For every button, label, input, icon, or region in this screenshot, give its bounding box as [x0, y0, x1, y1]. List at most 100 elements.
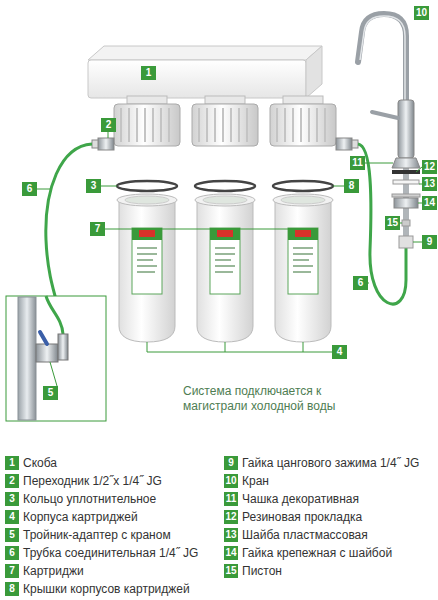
- callout-number: 9: [422, 235, 437, 249]
- tee-outlet: [58, 334, 68, 360]
- callout-number: 13: [422, 177, 437, 191]
- leader-line: [108, 132, 109, 138]
- caption-note: Система подключается к магистрали холодн…: [183, 384, 348, 414]
- mount-nut: [394, 198, 418, 208]
- housing-rim: [273, 194, 333, 206]
- callout-number: 6: [353, 276, 368, 290]
- housing-body: [275, 200, 331, 342]
- part-name: Резиновая прокладка: [242, 510, 362, 524]
- housing-sticker: [288, 228, 318, 294]
- cartridge-top: [281, 196, 325, 204]
- part-name: Крышки корпусов картриджей: [23, 582, 190, 596]
- callout-number: 5: [43, 386, 58, 400]
- legend-number: 15: [224, 564, 238, 578]
- leader-line: [413, 242, 422, 243]
- sticker-lines: [137, 248, 157, 272]
- plastic-washer: [393, 180, 419, 184]
- adapter-nut: [352, 140, 358, 148]
- leader-line: [368, 283, 369, 284]
- legend-number: 9: [224, 456, 238, 470]
- legend-number: 12: [224, 510, 238, 524]
- legend-number: 2: [5, 474, 19, 488]
- filter-housing: [270, 96, 336, 342]
- leader-line: [50, 362, 57, 386]
- cap-neck: [205, 96, 245, 104]
- rubber-gasket: [392, 170, 420, 174]
- callout-number: 6: [22, 182, 37, 196]
- cap-body: [270, 104, 336, 146]
- callout-number: 3: [86, 179, 101, 193]
- valve-handle: [40, 332, 47, 344]
- bracket-side: [306, 46, 322, 98]
- cap-body: [192, 104, 258, 146]
- filter-housing: [192, 96, 258, 342]
- adapter-fitting: [336, 138, 352, 150]
- spout-highlight: [360, 16, 405, 104]
- leader-line: [37, 189, 50, 190]
- sticker-lines: [293, 248, 313, 272]
- faucet-spout: [358, 14, 406, 104]
- part-name: Трубка соединительная 1/4˝ JG: [23, 546, 198, 560]
- o-ring: [273, 181, 333, 191]
- legend-number: 13: [224, 528, 238, 542]
- cartridge-top: [125, 196, 169, 204]
- cap-ribs: [277, 108, 325, 142]
- housing-body: [119, 200, 175, 342]
- inlet-tube: [46, 296, 63, 334]
- part-name: Тройник-адаптер с краном: [23, 528, 171, 542]
- nut-washer: [392, 194, 420, 197]
- cap-ribs: [121, 108, 169, 142]
- tee-adapter: [36, 344, 58, 362]
- part-name: Кольцо уплотнительное: [23, 492, 156, 506]
- cold-water-pipe: [18, 297, 36, 420]
- legend-number: 3: [5, 492, 19, 506]
- leader-line: [101, 186, 117, 187]
- cap-neck: [283, 96, 323, 104]
- sticker-band: [210, 228, 240, 240]
- legend-number: 7: [5, 564, 19, 578]
- callout-number: 11: [350, 156, 365, 170]
- legend-number: 11: [224, 492, 238, 506]
- leader-line: [333, 186, 344, 187]
- part-name: Скоба: [23, 456, 57, 470]
- part-name: Кран: [242, 474, 269, 488]
- filter-housing: [114, 96, 180, 342]
- part-name: Картриджи: [23, 564, 84, 578]
- inset-frame: [6, 296, 106, 421]
- leader-line: [147, 342, 332, 352]
- adapter-nut: [92, 140, 98, 148]
- part-name: Гайка крепежная с шайбой: [242, 546, 392, 560]
- sticker-logo: [139, 230, 155, 237]
- cap-neck: [127, 96, 167, 104]
- leader-line: [105, 229, 303, 230]
- sticker-logo: [217, 230, 233, 237]
- legend-number: 5: [5, 528, 19, 542]
- leader-line: [365, 163, 393, 164]
- faucet-lever: [372, 112, 398, 118]
- callout-number: 4: [332, 345, 347, 359]
- housing-rim: [195, 194, 255, 206]
- collet-nut: [399, 236, 413, 248]
- o-ring: [195, 181, 255, 191]
- callout-number: 8: [344, 179, 359, 193]
- part-name: Гайка цангового зажима 1/4˝ JG: [242, 456, 419, 470]
- faucet-body: [398, 100, 414, 158]
- part-name: Шайба пластмассовая: [242, 528, 368, 542]
- legend-number: 14: [224, 546, 238, 560]
- part-name: Чашка декоративная: [242, 492, 359, 506]
- cartridge-top: [203, 196, 247, 204]
- callout-number: 1: [141, 66, 156, 80]
- callout-number: 2: [101, 118, 116, 132]
- housing-sticker: [210, 228, 240, 294]
- housing-rim: [117, 194, 177, 206]
- legend-number: 4: [5, 510, 19, 524]
- legend-number: 6: [5, 546, 19, 560]
- piston: [402, 220, 410, 226]
- part-name: Корпуса картриджей: [23, 510, 138, 524]
- callout-number: 12: [422, 160, 437, 174]
- callout-number: 15: [385, 216, 400, 230]
- housing-body: [197, 200, 253, 342]
- sticker-logo: [295, 230, 311, 237]
